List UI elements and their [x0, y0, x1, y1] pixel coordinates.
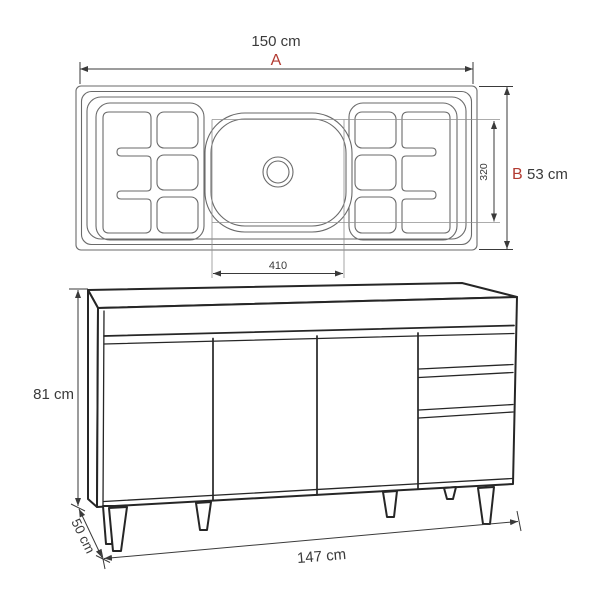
top-width-letter: A	[271, 52, 282, 69]
right-drainboard-cell	[354, 154, 397, 191]
top-width-value: 150 cm	[251, 33, 300, 50]
top-depth-value: 53 cm	[527, 166, 568, 183]
dim-width-147: 147 cm	[100, 510, 522, 570]
dim-depth-b: B 53 cm	[479, 86, 568, 250]
left-drainboard-ribbed-panel	[102, 111, 152, 234]
cabinet-leg-front-3	[382, 490, 398, 518]
cabinet-front-view: 81 cm 50 cm 147 cm	[33, 282, 522, 570]
bowl-width-value: 410	[269, 260, 287, 272]
dim-height-81: 81 cm	[33, 288, 88, 506]
drawer-separator	[418, 371, 514, 379]
drawer-stack	[417, 332, 514, 490]
cabinet-height-value: 81 cm	[33, 386, 74, 403]
dim-width-a: 150 cm A	[79, 33, 474, 84]
door-bottom-line	[103, 477, 513, 503]
drawer-separator	[418, 363, 514, 370]
left-drainboard-cell	[156, 111, 199, 149]
sink-bowl	[204, 112, 353, 233]
drawer-separator	[418, 411, 514, 419]
drain-hole-icon	[262, 156, 294, 188]
top-depth-letter: B	[512, 166, 523, 183]
dim-bowl-width-410: 410	[213, 260, 343, 277]
cabinet-body	[87, 282, 518, 508]
right-drainboard-ribbed-panel	[401, 111, 451, 234]
cabinet-leg-front-4	[477, 486, 495, 525]
sink-top-view: 150 cm A B 53 cm 320 410	[75, 33, 568, 278]
left-drainboard	[95, 102, 205, 241]
bowl-depth-value: 320	[478, 163, 490, 181]
countertop-rim-line-1	[80, 90, 473, 246]
left-drainboard-cell	[156, 196, 199, 234]
top-rail-line	[103, 324, 515, 337]
door-top-line	[103, 332, 515, 345]
drawer-separator	[418, 403, 514, 411]
left-drainboard-border	[95, 102, 205, 241]
bowl-outer-rim	[204, 112, 353, 233]
left-drainboard-cell	[156, 154, 199, 191]
left-stile-line	[102, 310, 105, 506]
right-drainboard-cell	[354, 111, 397, 149]
dim-bowl-depth-320: 320	[478, 121, 497, 222]
drain-hole-icon	[266, 160, 290, 184]
cabinet-leg-front-1	[108, 506, 128, 552]
cabinet-doors	[102, 310, 515, 506]
right-drainboard-cell	[354, 196, 397, 234]
cabinet-depth-value: 50 cm	[68, 516, 98, 556]
cabinet-leg-back-right	[443, 486, 457, 500]
countertop-rim-line-2	[86, 96, 467, 240]
cabinet-leg-front-2	[195, 501, 212, 531]
bowl-inner-edge	[210, 118, 347, 227]
cabinet-front-face	[96, 296, 518, 508]
bowl-extension-lines	[211, 119, 500, 278]
cabinet-width-value: 147 cm	[296, 546, 346, 567]
